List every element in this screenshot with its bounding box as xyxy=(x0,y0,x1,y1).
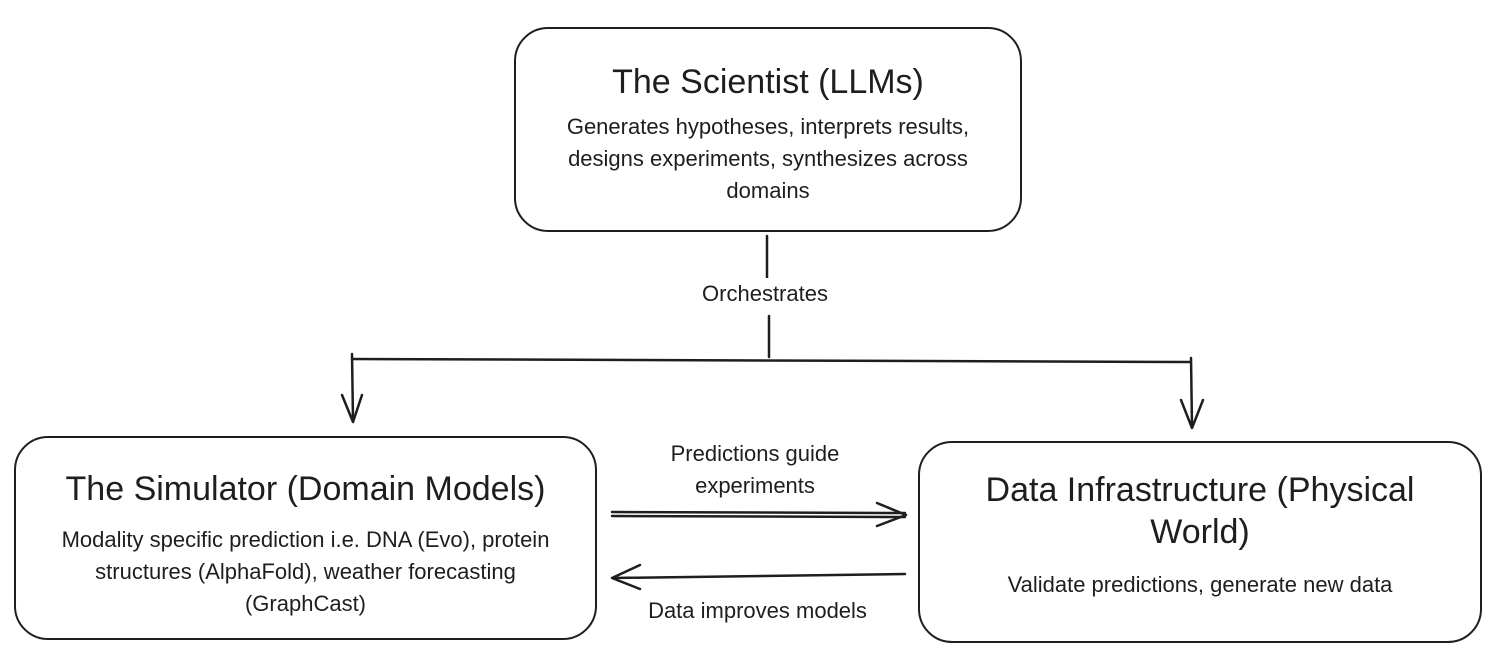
orchestrates-branch xyxy=(350,357,1192,364)
branch-left-drop xyxy=(350,352,355,422)
simulator-title: The Simulator (Domain Models) xyxy=(65,470,546,508)
scientist-node: The Scientist (LLMs) Generates hypothese… xyxy=(514,27,1022,232)
forward-arrow-line-1 xyxy=(610,510,907,515)
forward-arrow-line-2 xyxy=(610,514,907,519)
branch-left-arrowhead xyxy=(340,393,364,424)
scientist-description: Generates hypotheses, interprets results… xyxy=(566,114,970,203)
simulator-node: The Simulator (Domain Models) Modality s… xyxy=(14,436,597,640)
forward-arrowhead xyxy=(875,501,908,528)
back-arrowhead xyxy=(610,563,642,591)
scientist-title: The Scientist (LLMs) xyxy=(612,63,924,101)
branch-right-arrowhead xyxy=(1179,398,1205,430)
data-infrastructure-title: Data Infrastructure (Physical World) xyxy=(985,471,1415,551)
predictions-guide-label: Predictions guide experiments xyxy=(645,438,865,502)
simulator-description: Modality specific prediction i.e. DNA (E… xyxy=(61,527,550,616)
data-infrastructure-description: Validate predictions, generate new data xyxy=(1007,572,1393,597)
back-arrow-line xyxy=(611,572,907,580)
branch-right-drop xyxy=(1189,356,1194,428)
data-infrastructure-node: Data Infrastructure (Physical World) Val… xyxy=(918,441,1482,643)
orchestrates-label: Orchestrates xyxy=(680,278,850,310)
data-improves-label: Data improves models xyxy=(620,595,895,627)
